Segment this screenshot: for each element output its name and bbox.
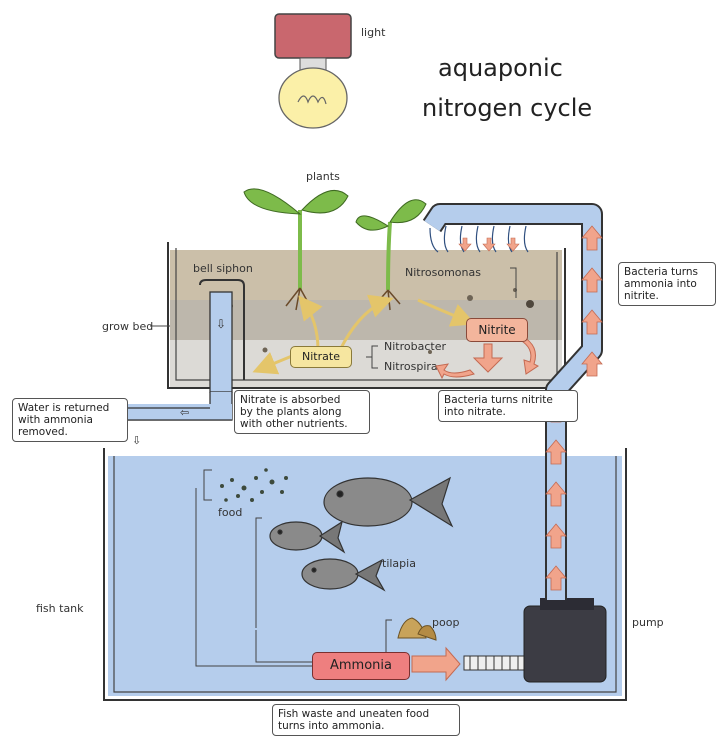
svg-text:⇩: ⇩ [216,317,226,331]
svg-text:⇦: ⇦ [180,406,189,419]
food-pellets [220,468,288,502]
nitrite-to-nitrate-arrows [435,335,539,380]
pump-label: pump [632,616,664,629]
note-fish-waste: Fish waste and uneaten food turns into a… [272,704,460,736]
note-bacteria-nitrite-nitrate: Bacteria turns nitrite into nitrate. [438,390,578,422]
ammonia-to-pump-arrow [411,646,461,682]
nitrobacter-label: Nitrobacter [384,340,446,353]
pump [463,598,607,683]
note-bacteria-ammonia-nitrite: Bacteria turns ammonia into nitrite. [618,262,716,306]
grow-bed-label: grow bed [102,320,153,333]
bell-siphon-label: bell siphon [193,262,253,275]
nitrate-uptake-arrows [252,294,476,375]
nitrospira-label: Nitrospira [384,360,438,373]
nitrosomonas-label: Nitrosomonas [405,266,481,279]
nitrate-box: Nitrate [290,346,352,368]
light-label: light [361,26,386,39]
spray-arrows [458,237,520,252]
food-label: food [218,506,242,519]
tilapia-fish [269,476,454,592]
nitrite-box: Nitrite [466,318,528,342]
note-water-returned: Water is returned with ammonia removed. [12,398,128,442]
poop-label: poop [432,616,459,629]
water-spray [429,225,529,253]
title-line-1: aquaponic [438,54,563,82]
svg-text:⇩: ⇩ [132,434,141,447]
ammonia-box: Ammonia [312,652,410,680]
light-bulb-icon [274,13,352,129]
note-nitrate-absorbed: Nitrate is absorbed by the plants along … [234,390,370,434]
fish-tank-label: fish tank [36,602,84,615]
title-line-2: nitrogen cycle [422,94,592,122]
poop-illustration [397,617,437,641]
bell-siphon: ⇩ ⇦ ⇩ [125,279,245,447]
plants-label: plants [306,170,340,183]
return-pipe [422,203,603,600]
tilapia-label: tilapia [382,557,416,570]
